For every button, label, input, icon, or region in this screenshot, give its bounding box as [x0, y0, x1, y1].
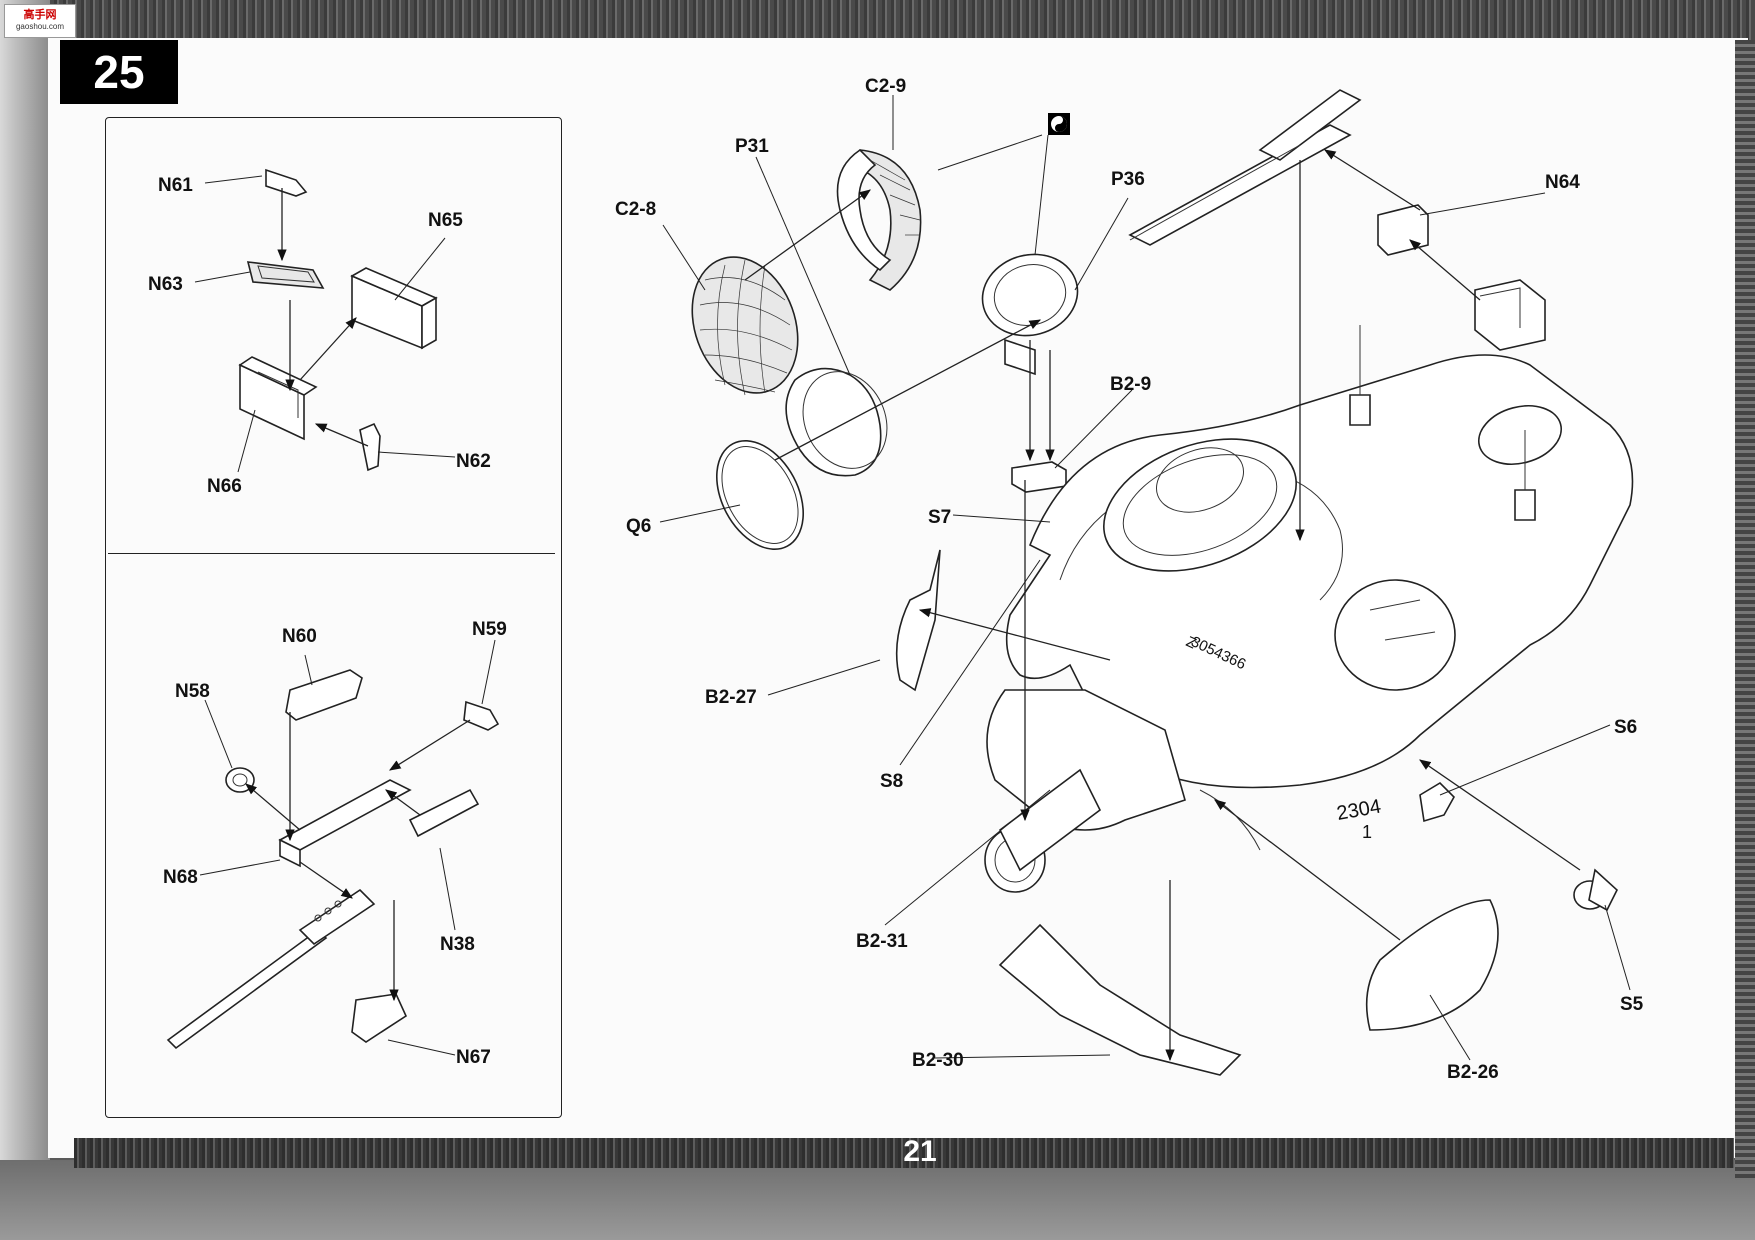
part-ammo-box	[1474, 279, 1546, 351]
label-b2-26: B2-26	[1447, 1062, 1499, 1083]
part-n60	[285, 669, 363, 721]
label-s5: S5	[1620, 994, 1644, 1015]
label-c2-9: C2-9	[865, 76, 906, 97]
label-n63: N63	[148, 274, 183, 295]
part-c2-9	[843, 149, 922, 291]
label-n60: N60	[282, 626, 317, 647]
label-n61: N61	[158, 175, 193, 196]
label-n66: N66	[207, 476, 242, 497]
part-b2-31	[1199, 789, 1261, 851]
turret-sub-text: 1	[1362, 822, 1372, 842]
main-parts: Z 3054366 2304 1	[691, 89, 1634, 1076]
watermark-logo-sub: gaoshou.com	[15, 22, 65, 31]
label-n62: N62	[456, 451, 491, 472]
yin-yang-glue-icon	[1048, 113, 1070, 135]
step-number-badge: 25	[60, 40, 178, 104]
part-n67	[351, 993, 408, 1043]
inset-divider	[108, 553, 555, 554]
part-barrel	[166, 928, 328, 1050]
part-n62	[359, 422, 381, 472]
inset-bottom-parts	[166, 669, 500, 1050]
scanner-top-border	[0, 0, 1755, 40]
label-b2-27: B2-27	[705, 687, 757, 708]
part-s6	[1419, 781, 1455, 823]
antenna-base-2	[1514, 489, 1536, 521]
watermark-logo-text: 高手网	[23, 9, 57, 21]
part-n64	[1377, 204, 1429, 256]
main-text: C2-9 P31 C2-8 P36 N64 B2-9 S7 Q6 B2-27 S…	[615, 76, 1644, 1083]
label-n58: N58	[175, 681, 210, 702]
loader-hatch	[1477, 405, 1563, 465]
scanner-left-border	[0, 0, 50, 1240]
label-s7: S7	[928, 507, 951, 528]
turret-number-text: 2304	[1335, 796, 1383, 825]
part-n58	[225, 767, 255, 793]
part-p36	[981, 253, 1079, 337]
page-right-edge	[1735, 40, 1755, 1180]
label-b2-31: B2-31	[856, 931, 908, 952]
label-c2-8: C2-8	[615, 199, 656, 220]
label-s6: S6	[1614, 717, 1637, 738]
inset-bottom-leaders	[199, 639, 496, 1056]
label-s8: S8	[880, 771, 903, 792]
label-p36: P36	[1111, 169, 1145, 190]
inset-bottom-text: N60 N59 N58 N68 N38 N67	[163, 619, 507, 1068]
part-b2-27	[895, 549, 941, 692]
part-n59	[463, 700, 500, 731]
inset-top-leaders	[194, 175, 456, 473]
label-b2-30: B2-30	[912, 1050, 964, 1071]
inset-top-parts	[238, 168, 438, 472]
label-n68: N68	[163, 867, 198, 888]
part-m2-gun	[1128, 124, 1352, 246]
label-p31: P31	[735, 136, 769, 157]
label-b2-9: B2-9	[1110, 374, 1151, 395]
label-n65: N65	[428, 210, 463, 231]
part-n38	[408, 788, 480, 838]
part-receiver	[278, 779, 412, 851]
part-b2-30	[998, 923, 1242, 1076]
part-b2-26	[1365, 899, 1499, 1031]
part-n61	[265, 168, 308, 197]
antenna-base-1	[1349, 394, 1371, 426]
label-n59: N59	[472, 619, 507, 640]
label-n64: N64	[1545, 172, 1580, 193]
part-p31	[785, 367, 882, 477]
main-leaders	[659, 95, 1631, 1062]
commander-cupola	[1103, 438, 1297, 572]
label-q6: Q6	[626, 516, 651, 537]
subassembly-inset-panel	[105, 117, 562, 1118]
inset-top-text: N61 N63 N65 N66 N62	[148, 175, 491, 497]
label-n38: N38	[440, 934, 475, 955]
watermark-logo: 高手网 gaoshou.com	[4, 4, 76, 38]
page-number: 21	[903, 1135, 937, 1168]
scanner-bottom-border	[0, 1160, 1755, 1240]
detail-plate	[1334, 579, 1456, 691]
part-b2-9	[1011, 461, 1067, 493]
footer-band	[74, 1138, 1734, 1168]
label-n67: N67	[456, 1047, 491, 1068]
